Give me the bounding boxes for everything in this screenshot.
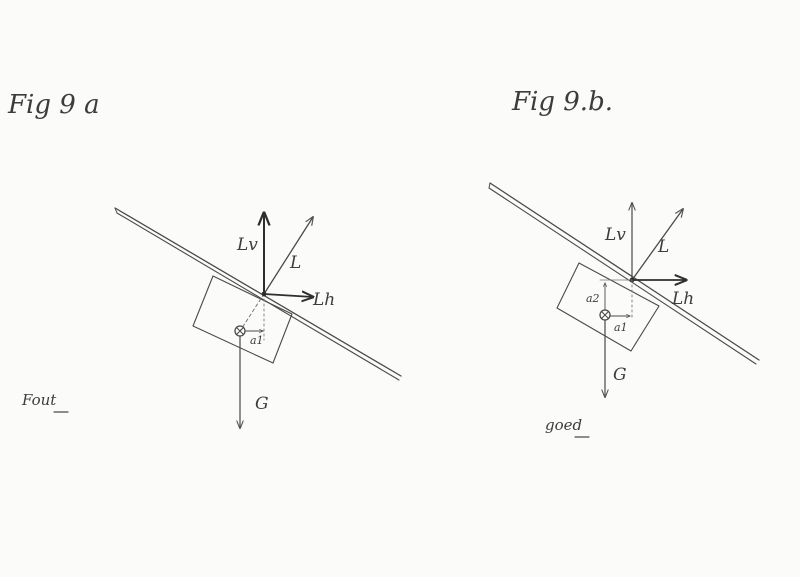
figure-a-lift-horizontal-arrow bbox=[263, 294, 313, 297]
figure-a-action-line bbox=[239, 293, 265, 332]
figure-b-lift-label: L bbox=[657, 237, 669, 257]
figure-a-body bbox=[192, 275, 293, 364]
figure-b-wing bbox=[488, 182, 760, 365]
figure-a: Fig 9 a Lv L Lh a1 G Fout bbox=[7, 90, 402, 428]
figure-a-lift-arrow bbox=[263, 217, 313, 295]
figure-b-lift-arrow bbox=[631, 209, 683, 281]
figure-a-wing bbox=[114, 207, 402, 381]
figure-b-horizontal-offset-label: a1 bbox=[614, 321, 628, 334]
figure-a-weight-label: G bbox=[255, 394, 269, 414]
figure-b-verdict: goed bbox=[545, 416, 582, 434]
figure-a-offset-label: a1 bbox=[250, 334, 264, 347]
figure-b: Fig 9.b. Lv L Lh a2 a1 G bbox=[488, 87, 760, 438]
figure-b-lift-vertical-label: Lv bbox=[604, 225, 626, 245]
figure-a-lift-vertical-label: Lv bbox=[236, 235, 258, 255]
figure-b-vertical-offset-label: a2 bbox=[586, 292, 600, 305]
figure-b-weight-label: G bbox=[613, 365, 627, 385]
figure-a-lift-label: L bbox=[289, 253, 301, 273]
figure-b-lift-horizontal-label: Lh bbox=[671, 289, 694, 309]
figure-a-verdict: Fout bbox=[21, 391, 57, 409]
figure-a-title: Fig 9 a bbox=[7, 90, 100, 120]
figure-b-title: Fig 9.b. bbox=[511, 87, 613, 117]
figure-a-lift-horizontal-label: Lh bbox=[312, 290, 335, 310]
figure-b-body bbox=[556, 262, 660, 352]
